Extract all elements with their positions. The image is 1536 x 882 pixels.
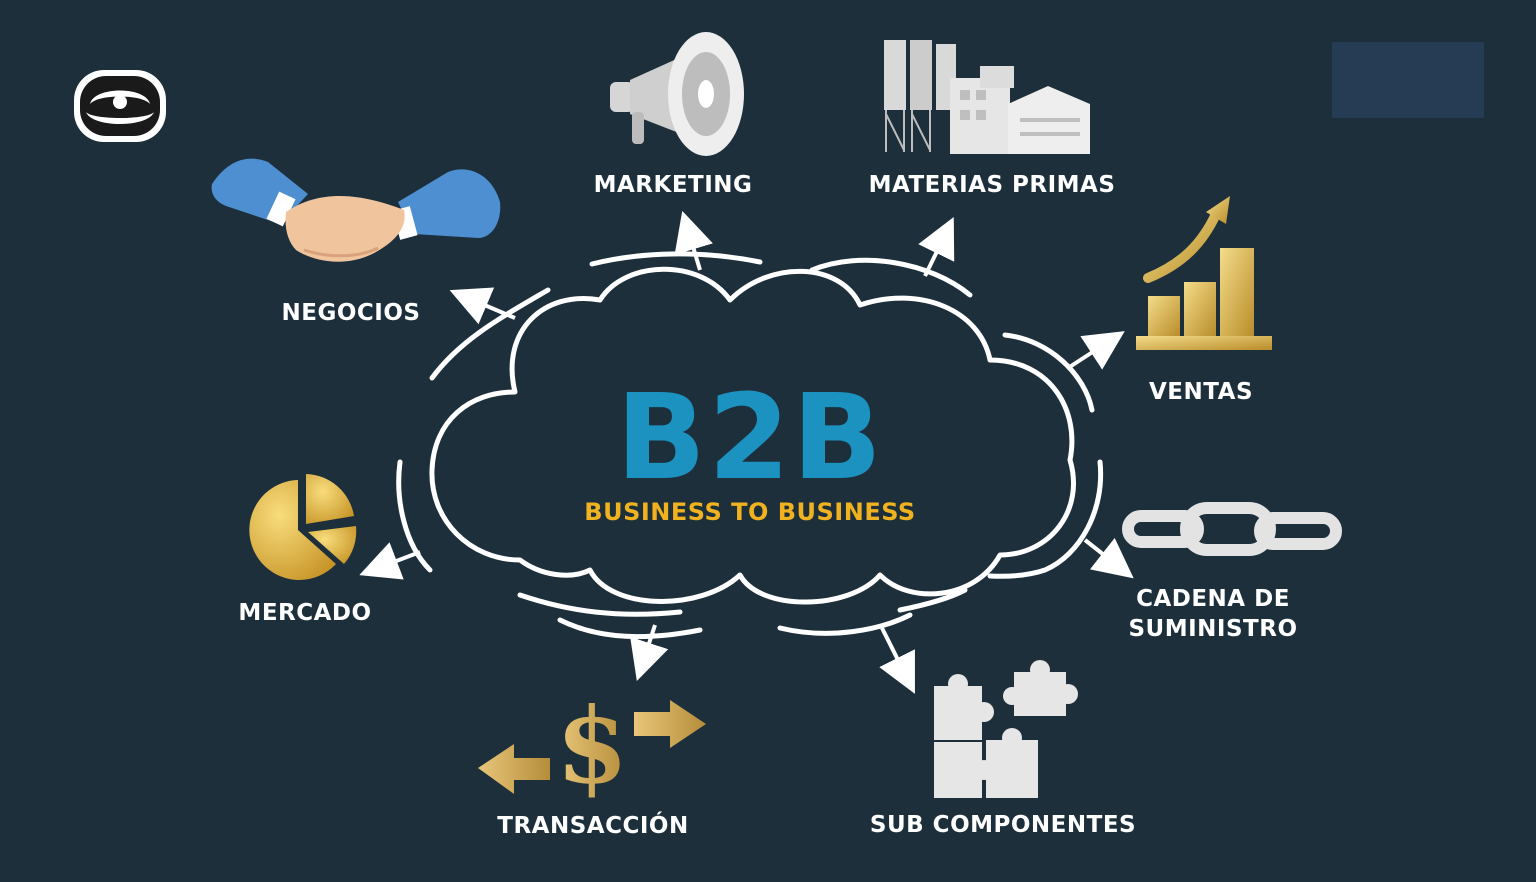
rising-bar-chart-icon xyxy=(1136,196,1272,350)
outer-arc-bottom-left xyxy=(517,592,683,617)
arrow-ventas xyxy=(1066,331,1125,370)
outer-arc-bottom-left2 xyxy=(557,617,703,640)
outer-arc-right-low xyxy=(987,459,1104,579)
arrow-mercado xyxy=(359,542,421,580)
label-negocios: NEGOCIOS xyxy=(281,300,421,326)
dollar-exchange-icon: $ xyxy=(478,688,706,804)
chain-link-icon xyxy=(1122,502,1342,556)
outer-arc-bottom-mid xyxy=(777,612,913,636)
arrow-materias xyxy=(918,217,955,277)
label-cadena-line1: CADENA DE xyxy=(1136,586,1290,612)
arrow-negocios xyxy=(449,287,516,325)
label-mercado: MERCADO xyxy=(238,600,372,626)
outer-arc-top-left xyxy=(589,251,763,267)
puzzle-pieces-icon xyxy=(934,660,1078,798)
eye-logo-icon xyxy=(74,70,166,142)
label-sub-componentes: SUB COMPONENTES xyxy=(869,812,1137,838)
center-subtitle: BUSINESS TO BUSINESS xyxy=(584,498,916,526)
label-transaccion: TRANSACCIÓN xyxy=(497,813,689,839)
cloud-outline xyxy=(429,266,1076,605)
pie-chart-icon xyxy=(249,474,357,580)
label-materias-primas: MATERIAS PRIMAS xyxy=(868,172,1116,198)
megaphone-icon xyxy=(610,32,744,156)
outer-arc-left xyxy=(396,459,433,573)
corner-panel xyxy=(1332,42,1484,118)
center-title: B2B xyxy=(616,368,884,506)
handshake-icon xyxy=(211,158,501,262)
label-ventas: VENTAS xyxy=(1148,379,1254,405)
label-marketing: MARKETING xyxy=(593,172,753,198)
outer-arc-top-right xyxy=(809,257,973,298)
outer-arc-bottom-right xyxy=(897,587,968,613)
label-cadena-line2: SUMINISTRO xyxy=(1128,616,1298,642)
arrow-cadena xyxy=(1083,537,1134,579)
arrow-marketing xyxy=(674,210,713,271)
factory-icon xyxy=(884,40,1090,154)
arrow-sub xyxy=(879,627,915,694)
outer-arc-right xyxy=(1002,332,1095,413)
svg-text:$: $ xyxy=(556,688,628,804)
arrow-transaccion xyxy=(630,624,669,682)
outer-arc-left-top xyxy=(429,287,551,381)
